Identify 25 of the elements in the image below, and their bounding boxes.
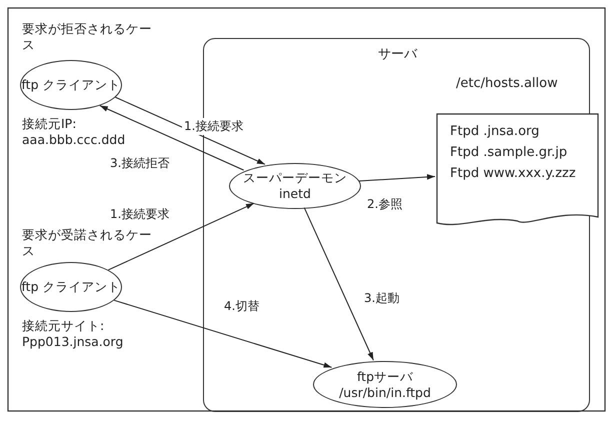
process-ellipse: ftp クライアント	[20, 60, 122, 110]
case-note: 要求が受諾されるケース	[22, 227, 152, 258]
arrow	[358, 174, 436, 182]
arrow	[304, 207, 374, 361]
edge-label: 3.起動	[362, 290, 402, 307]
edge-label: 4.切替	[222, 298, 262, 315]
arrow	[114, 96, 266, 165]
case-note: 接続元サイト: Ppp013.jnsa.org	[22, 318, 124, 350]
edge-label: 2.参照	[365, 196, 404, 213]
arrow	[108, 202, 254, 270]
arrow	[99, 105, 244, 171]
case-note: 要求が拒否されるケース	[22, 21, 152, 52]
config-line: Ftpd .sample.gr.jp	[450, 145, 568, 162]
config-line: Ftpd .jnsa.org	[450, 124, 540, 140]
process-ellipse: ftp クライアント	[20, 262, 122, 312]
frame-title: サーバ	[377, 47, 418, 64]
edge-label: 1.接続要求	[108, 206, 172, 223]
config-line: Ftpd www.xxx.y.zzz	[450, 166, 576, 182]
process-ellipse: スーパーデーモン inetd	[229, 163, 361, 209]
case-note: 接続元IP: aaa.bbb.ccc.ddd	[22, 116, 126, 148]
arrow	[114, 300, 332, 368]
edge-label: 3.接続拒否	[108, 155, 172, 172]
file-name: /etc/hosts.allow	[456, 76, 558, 92]
process-ellipse: ftpサーバ /usr/bin/in.ftpd	[313, 361, 457, 408]
edge-label: 1.接続要求	[182, 118, 246, 135]
